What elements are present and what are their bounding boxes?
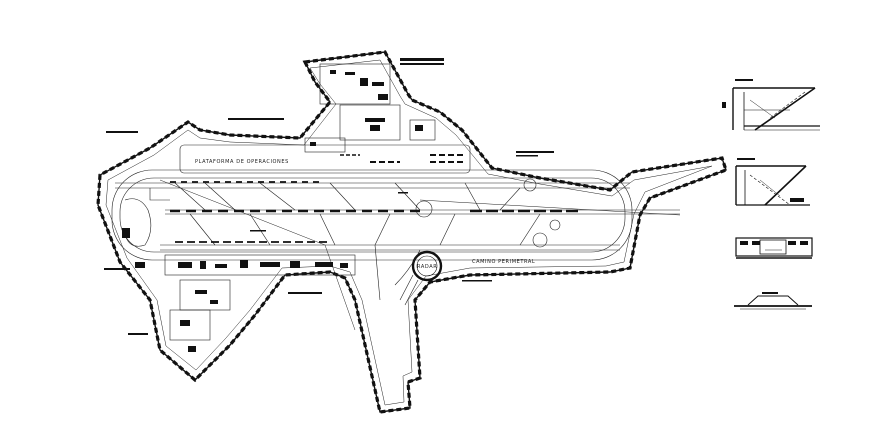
perimeter-fence (96, 50, 729, 414)
runway-markings (170, 181, 580, 243)
radar-site: RADAR (374, 244, 443, 306)
detail-section-4 (734, 292, 812, 310)
detail-section-2 (735, 158, 810, 206)
operations-apron: PLATAFORMA DE OPERACIONES (179, 144, 471, 174)
terminal-buildings (304, 63, 436, 153)
detail-section-3 (735, 237, 813, 259)
perimeter-road-label: CAMINO PERIMETRAL (472, 259, 535, 265)
taxiway-network (111, 169, 681, 331)
detail-section-1 (722, 79, 820, 131)
callout-tags (104, 58, 554, 335)
lower-facilities (122, 228, 356, 352)
radar-label: RADAR (417, 264, 437, 270)
apron-label: PLATAFORMA DE OPERACIONES (195, 159, 289, 165)
